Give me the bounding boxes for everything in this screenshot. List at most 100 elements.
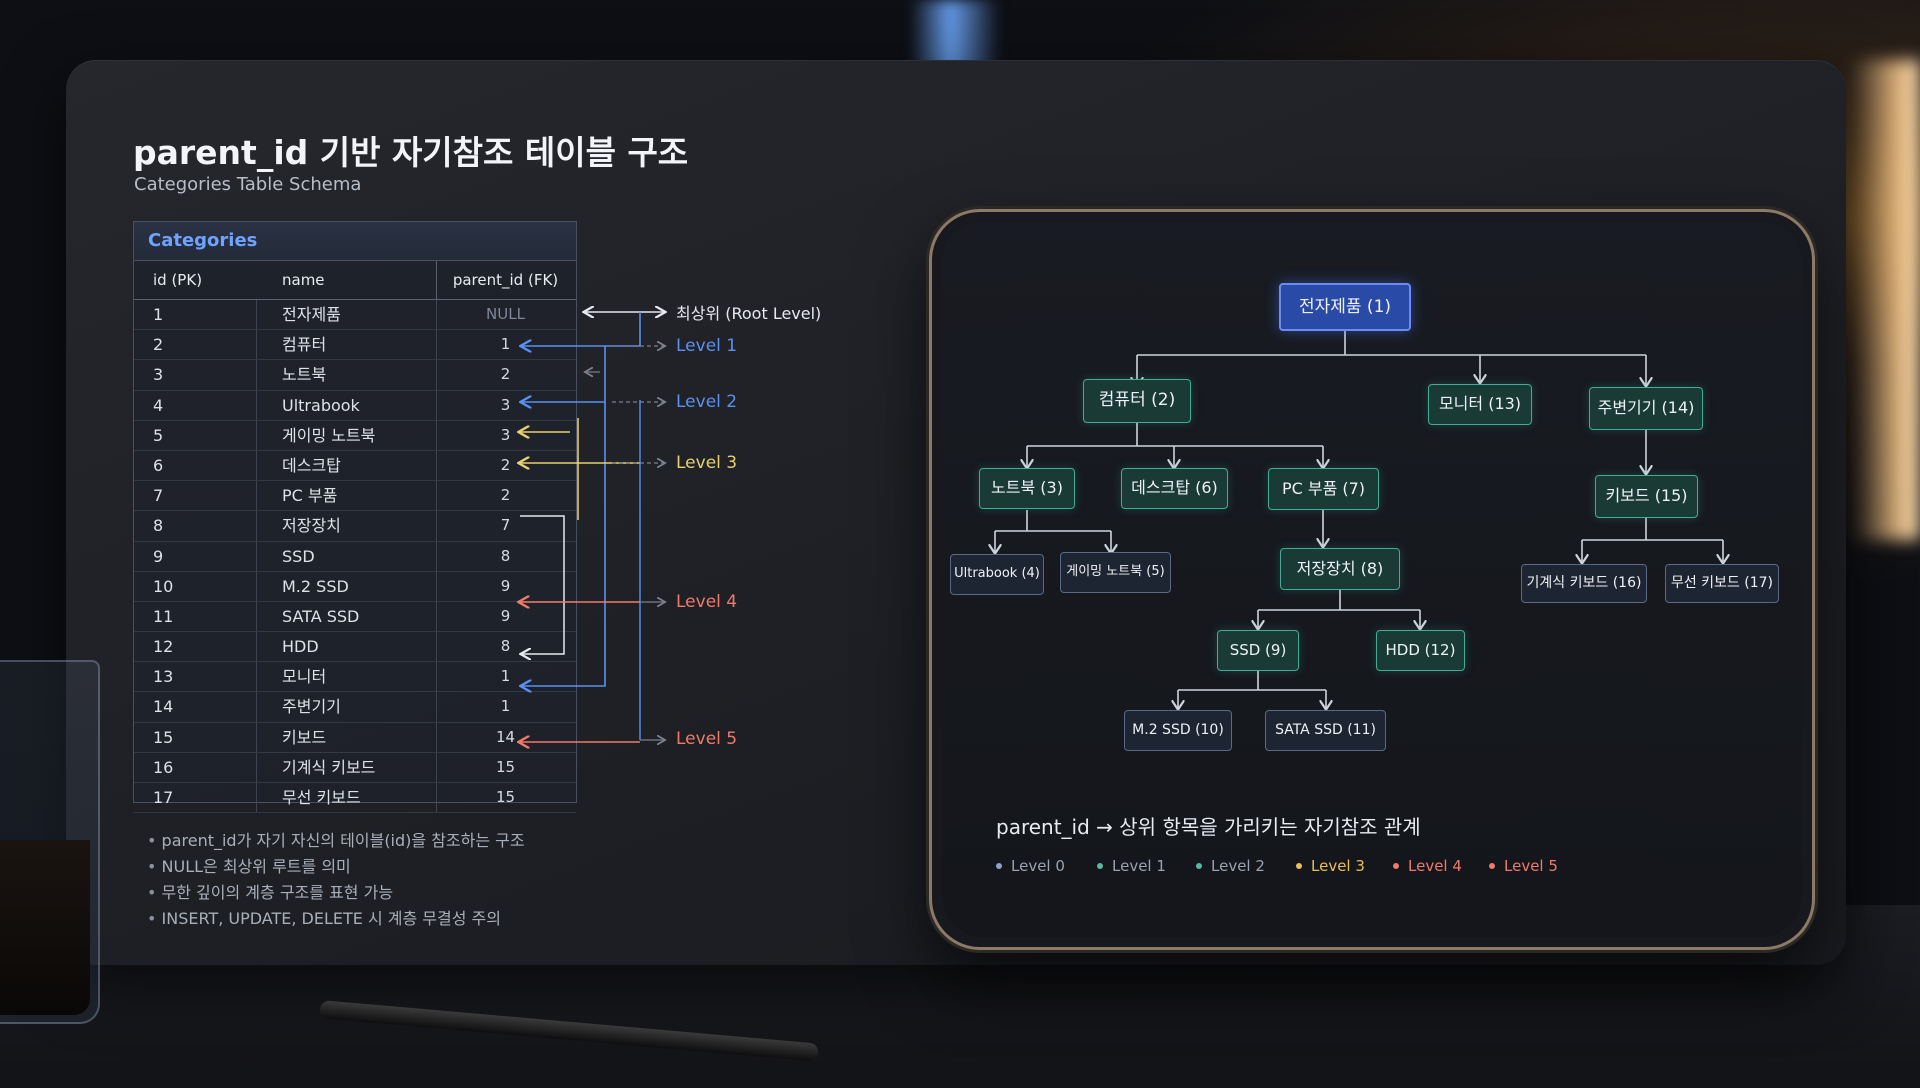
cell-id: 4	[134, 390, 257, 420]
tree-node-4: Ultrabook (4)	[950, 554, 1044, 595]
column-header-parent-id: parent_id (FK)	[452, 271, 559, 289]
tree-node-12: HDD (12)	[1376, 630, 1465, 671]
edge-8-children	[1258, 590, 1420, 611]
level4-label: Level 4	[676, 592, 738, 612]
tree-node-11: SATA SSD (11)	[1265, 710, 1386, 751]
cell-id: 11	[134, 601, 257, 632]
cell-parent-id: 9	[500, 606, 511, 625]
background-light-warm	[1850, 60, 1920, 540]
cell-parent-id: 1	[500, 697, 511, 716]
legend-dot-icon	[996, 863, 1002, 869]
legend-dot-icon	[1296, 863, 1302, 869]
cell-parent-id: 8	[500, 637, 511, 656]
page-subtitle: Categories Table Schema	[134, 174, 362, 195]
edge-3-children	[995, 510, 1111, 532]
cell-name: 키보드	[257, 722, 437, 752]
tree-node-16: 기계식 키보드 (16)	[1521, 564, 1647, 603]
notes-list: parent_id가 자기 자신의 테이블(id)을 참조하는 구조 NULL은…	[147, 828, 525, 932]
legend-label: Level 4	[1408, 857, 1462, 875]
tree-node-2: 컴퓨터 (2)	[1083, 379, 1191, 423]
cell-name: 게이밍 노트북	[257, 420, 437, 450]
cell-parent-id: 1	[500, 335, 511, 354]
note-item: 무한 깊이의 계층 구조를 표현 가능	[147, 880, 525, 906]
legend-item: Level 4	[1393, 857, 1462, 875]
note-item: INSERT, UPDATE, DELETE 시 계층 무결성 주의	[147, 906, 525, 932]
legend-dot-icon	[1097, 863, 1103, 869]
cell-id: 14	[134, 692, 257, 722]
level1-label: Level 1	[676, 336, 738, 356]
cell-parent-id: 15	[495, 757, 516, 776]
cell-parent-id: 3	[500, 425, 511, 444]
cell-parent-id: 14	[495, 727, 516, 746]
cell-name: 모니터	[257, 662, 437, 692]
cell-parent-id: NULL	[486, 305, 525, 323]
tree-node-3: 노트북 (3)	[979, 468, 1075, 509]
tree-node-10: M.2 SSD (10)	[1124, 710, 1232, 751]
cell-name: 컴퓨터	[257, 330, 437, 360]
tree-node-15: 키보드 (15)	[1595, 475, 1698, 518]
tree-node-8: 저장장치 (8)	[1280, 548, 1400, 590]
cell-name: 주변기기	[257, 692, 437, 722]
legend-label: Level 2	[1211, 857, 1265, 875]
legend-dot-icon	[1393, 863, 1399, 869]
legend-label: Level 1	[1112, 857, 1166, 875]
column-header-name: name	[257, 261, 437, 299]
tree-node-13: 모니터 (13)	[1428, 384, 1532, 425]
cell-parent-id: 15	[495, 788, 516, 806]
cell-parent-id: 2	[500, 365, 511, 384]
note-item: NULL은 최상위 루트를 의미	[147, 854, 525, 880]
glass-liquid	[0, 840, 90, 1015]
cell-id: 2	[134, 330, 257, 360]
cell-id: 12	[134, 632, 257, 662]
legend-dot-icon	[1489, 863, 1495, 869]
tree-caption: parent_id → 상위 항목을 가리키는 자기참조 관계	[996, 815, 1421, 839]
legend-label: Level 0	[1011, 857, 1065, 875]
cell-name: SATA SSD	[257, 601, 437, 632]
level2-connector	[522, 346, 606, 686]
table-name: Categories	[134, 222, 576, 261]
edge-9-children	[1178, 671, 1326, 691]
cell-id: 1	[134, 300, 257, 330]
legend-item: Level 5	[1489, 857, 1558, 875]
edge-15-children	[1582, 518, 1723, 541]
tree-node-14: 주변기기 (14)	[1589, 387, 1703, 430]
legend-dot-icon	[1196, 863, 1202, 869]
tree-node-17: 무선 키보드 (17)	[1665, 564, 1779, 603]
table-header: id (PK) name parent_id (FK)	[134, 261, 576, 300]
cell-parent-id: 9	[500, 576, 511, 595]
cell-name: HDD	[257, 632, 437, 662]
cell-id: 10	[134, 571, 257, 601]
legend-label: Level 3	[1311, 857, 1365, 875]
root-level-label: 최상위 (Root Level)	[676, 304, 822, 323]
tree-node-6: 데스크탑 (6)	[1121, 468, 1228, 509]
cell-name: PC 부품	[257, 481, 437, 511]
legend-item: Level 2	[1196, 857, 1265, 875]
cell-name: 저장장치	[257, 511, 437, 541]
cell-name: M.2 SSD	[257, 571, 437, 601]
cell-parent-id: 2	[500, 486, 511, 505]
cell-parent-id: 2	[500, 455, 511, 474]
edge-2-children	[1027, 423, 1323, 447]
cell-parent-id: 8	[500, 546, 511, 565]
cell-id: 7	[134, 481, 257, 511]
page-title: parent_id 기반 자기참조 테이블 구조	[133, 133, 689, 172]
legend-item: Level 0	[996, 857, 1065, 875]
categories-table: Categories id (PK) name parent_id (FK) 1…	[133, 221, 577, 814]
cell-name: 전자제품	[257, 300, 437, 330]
tree-node-1: 전자제품 (1)	[1279, 283, 1411, 331]
